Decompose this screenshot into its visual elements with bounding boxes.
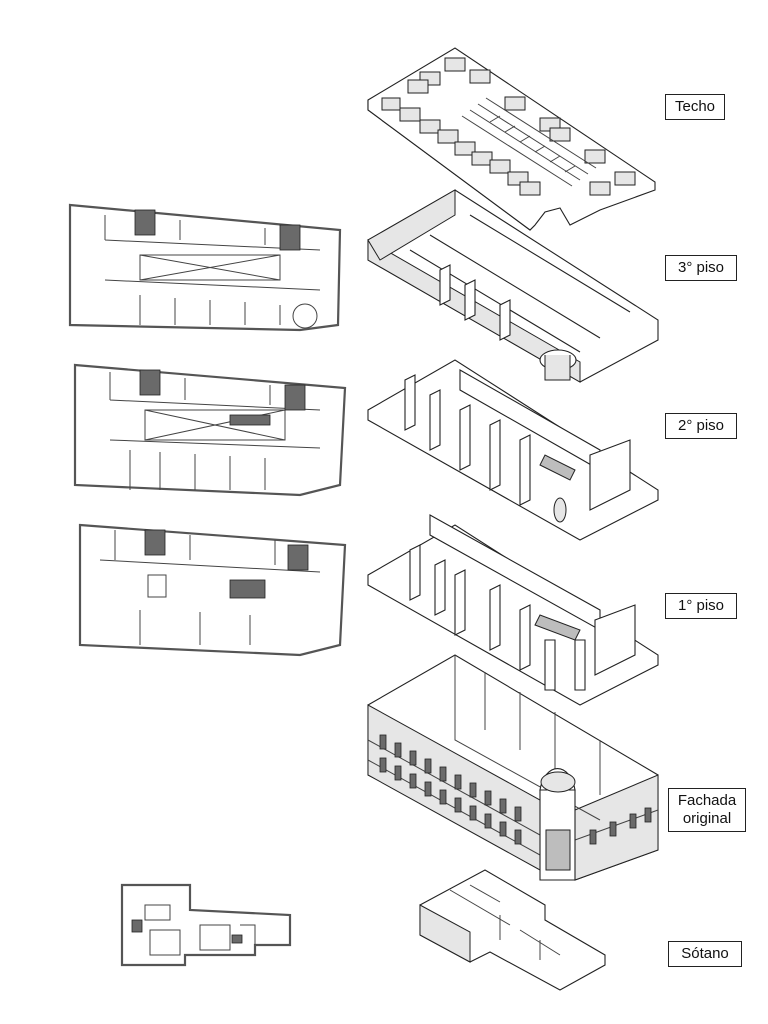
facade-isometric — [367, 654, 659, 881]
floor2-plan — [73, 363, 347, 497]
label-techo: Techo — [665, 94, 725, 120]
basement-isometric — [419, 869, 606, 991]
floor1-isometric — [367, 514, 659, 706]
label-2-piso: 2° piso — [665, 413, 737, 439]
label-3-piso: 3° piso — [665, 255, 737, 281]
label-1-piso: 1° piso — [665, 593, 737, 619]
floor3-plan — [68, 203, 342, 332]
floor3-isometric — [367, 189, 659, 383]
label-fachada-original: Fachada original — [668, 788, 746, 832]
floor1-plan — [78, 523, 347, 657]
floor2-isometric — [367, 359, 659, 541]
basement-plan — [120, 883, 292, 967]
label-sotano: Sótano — [668, 941, 742, 967]
roof-isometric — [367, 47, 656, 231]
